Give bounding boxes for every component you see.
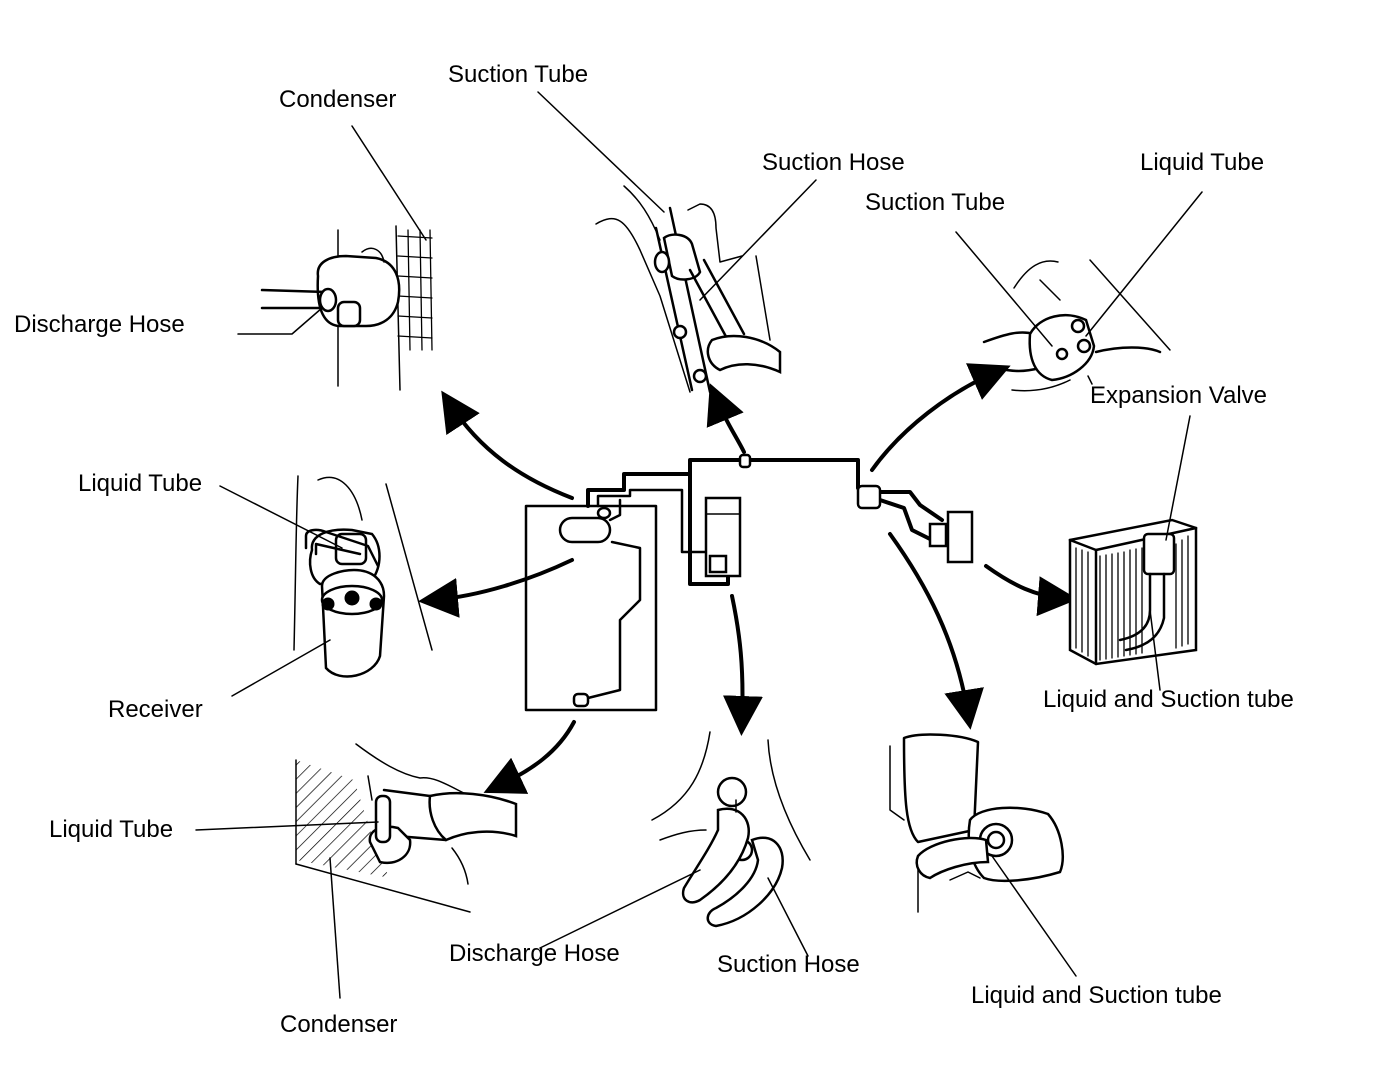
label-receiver: Receiver (108, 696, 203, 723)
detail-compressor-hoses (539, 731, 811, 957)
condenser-frame (524, 504, 658, 712)
detail-evaporator (1068, 415, 1198, 691)
label-discharge-hose-left: Discharge Hose (14, 311, 185, 338)
label-suction-hose-bottom: Suction Hose (717, 951, 860, 978)
refrigerant-lines (572, 453, 944, 708)
arrow-to-expansion-valve (870, 363, 1011, 472)
detail-suction-tube-hose (537, 91, 817, 394)
label-suction-tube-top: Suction Tube (448, 61, 589, 88)
receiver-small (558, 506, 612, 544)
arrow-to-receiver (418, 558, 574, 618)
arrow-to-condenser-bottom (483, 720, 576, 794)
central-system-layout (524, 453, 974, 712)
arrows (418, 363, 1078, 794)
arrow-to-evaporator (984, 564, 1078, 617)
label-liquid-tube-bottom-left: Liquid Tube (49, 816, 174, 843)
label-liquid-tube-left: Liquid Tube (78, 470, 203, 497)
label-discharge-hose-bottom: Discharge Hose (449, 940, 620, 967)
label-condenser-top: Condenser (279, 86, 397, 113)
detail-receiver (219, 475, 433, 697)
arrow-to-compressor (722, 594, 763, 736)
label-expansion-valve: Expansion Valve (1090, 382, 1267, 409)
detail-condenser-liquid (195, 743, 518, 999)
label-liquid-tube-top-right: Liquid Tube (1140, 149, 1265, 176)
detail-condenser-discharge (237, 125, 433, 391)
label-suction-hose-top: Suction Hose (762, 149, 905, 176)
arrow-to-condenser-top (441, 390, 574, 500)
arrow-to-liquid-suction-bottom (888, 532, 984, 730)
detail-expansion-valve (955, 191, 1203, 392)
label-suction-tube-right: Suction Tube (865, 189, 1006, 216)
detail-liquid-suction-bottom (889, 733, 1077, 977)
evaporator-small (928, 510, 974, 564)
arrow-to-suction-tube (706, 383, 746, 454)
compressor-small (704, 496, 742, 578)
label-liquid-and-suction-tube-bottom: Liquid and Suction tube (971, 982, 1222, 1009)
label-liquid-and-suction-tube-right: Liquid and Suction tube (1043, 686, 1294, 713)
label-condenser-bottom: Condenser (280, 1011, 398, 1038)
